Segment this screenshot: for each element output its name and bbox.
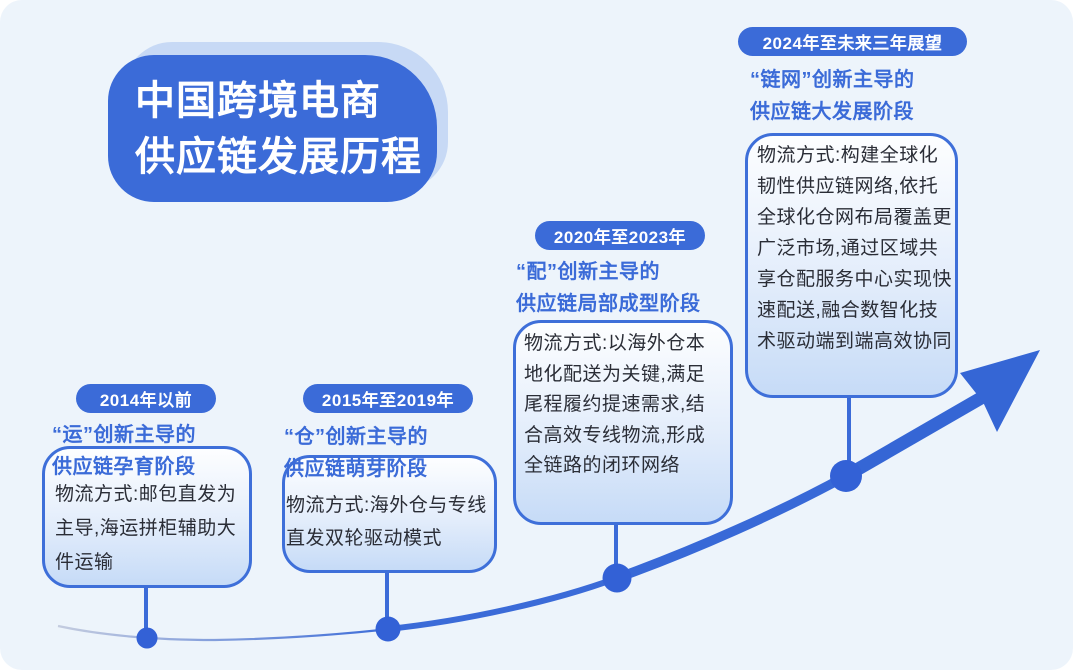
stage-card-2014	[42, 446, 252, 588]
stage-body-2024-future: 物流方式:构建全球化韧性供应链网络,依托全球化仓网布局覆盖更广泛市场,通过区域共…	[757, 145, 953, 352]
stage-badge-2020-2023: 2020年至2023年	[535, 221, 705, 250]
arrow-head-icon	[960, 350, 1040, 432]
stage-body-2020-2023: 物流方式:以海外仓本地化配送为关键,满足尾程履约提速需求,结合高效专线物流,形成…	[524, 333, 706, 476]
stage-heading-line: “配”创新主导的	[516, 261, 660, 283]
page-title-line-2: 供应链发展历程	[135, 135, 422, 179]
stage-heading-line: 供应链萌芽阶段	[284, 458, 428, 480]
stage-heading-2015-2019: “仓”创新主导的 供应链萌芽阶段	[284, 421, 499, 485]
stage-badge-2014: 2014年以前	[76, 384, 216, 413]
stage-heading-2024-future: “链网”创新主导的 供应链大发展阶段	[750, 64, 965, 128]
page-title-line-1: 中国跨境电商	[135, 79, 381, 123]
stage-heading-line: 供应链孕育阶段	[52, 456, 196, 478]
stage-heading-line: “仓”创新主导的	[284, 426, 428, 448]
stage-badge-2024-future: 2024年至未来三年展望	[738, 27, 967, 56]
stage-body-2015-2019: 物流方式:海外仓与专线直发双轮驱动模式	[286, 495, 487, 549]
curve-segment-3	[615, 471, 849, 583]
milestone-dot-1	[136, 627, 158, 649]
stage-heading-line: “链网”创新主导的	[750, 69, 915, 91]
milestone-dot-2	[375, 616, 401, 642]
stage-card-2020-2023	[513, 320, 733, 525]
milestone-dot-3	[602, 563, 632, 593]
stage-heading-line: 供应链局部成型阶段	[516, 293, 701, 315]
curve-segment-4	[842, 388, 992, 482]
stage-heading-line: “运”创新主导的	[52, 424, 196, 446]
page-title: 中国跨境电商 供应链发展历程	[108, 55, 437, 202]
curve-segment-1	[57, 624, 391, 642]
stage-heading-2014: “运”创新主导的 供应链孕育阶段	[52, 419, 262, 483]
milestone-dot-4	[830, 460, 862, 492]
stage-card-2015-2019	[282, 455, 497, 573]
stage-card-2024-future	[745, 133, 958, 398]
stage-heading-line: 供应链大发展阶段	[750, 101, 914, 123]
stage-badge-2015-2019: 2015年至2019年	[303, 384, 473, 413]
stage-body-2014: 物流方式:邮包直发为主导,海运拼柜辅助大件运输	[55, 484, 237, 573]
stage-heading-2020-2023: “配”创新主导的 供应链局部成型阶段	[516, 256, 736, 320]
curve-segment-2	[387, 575, 619, 632]
